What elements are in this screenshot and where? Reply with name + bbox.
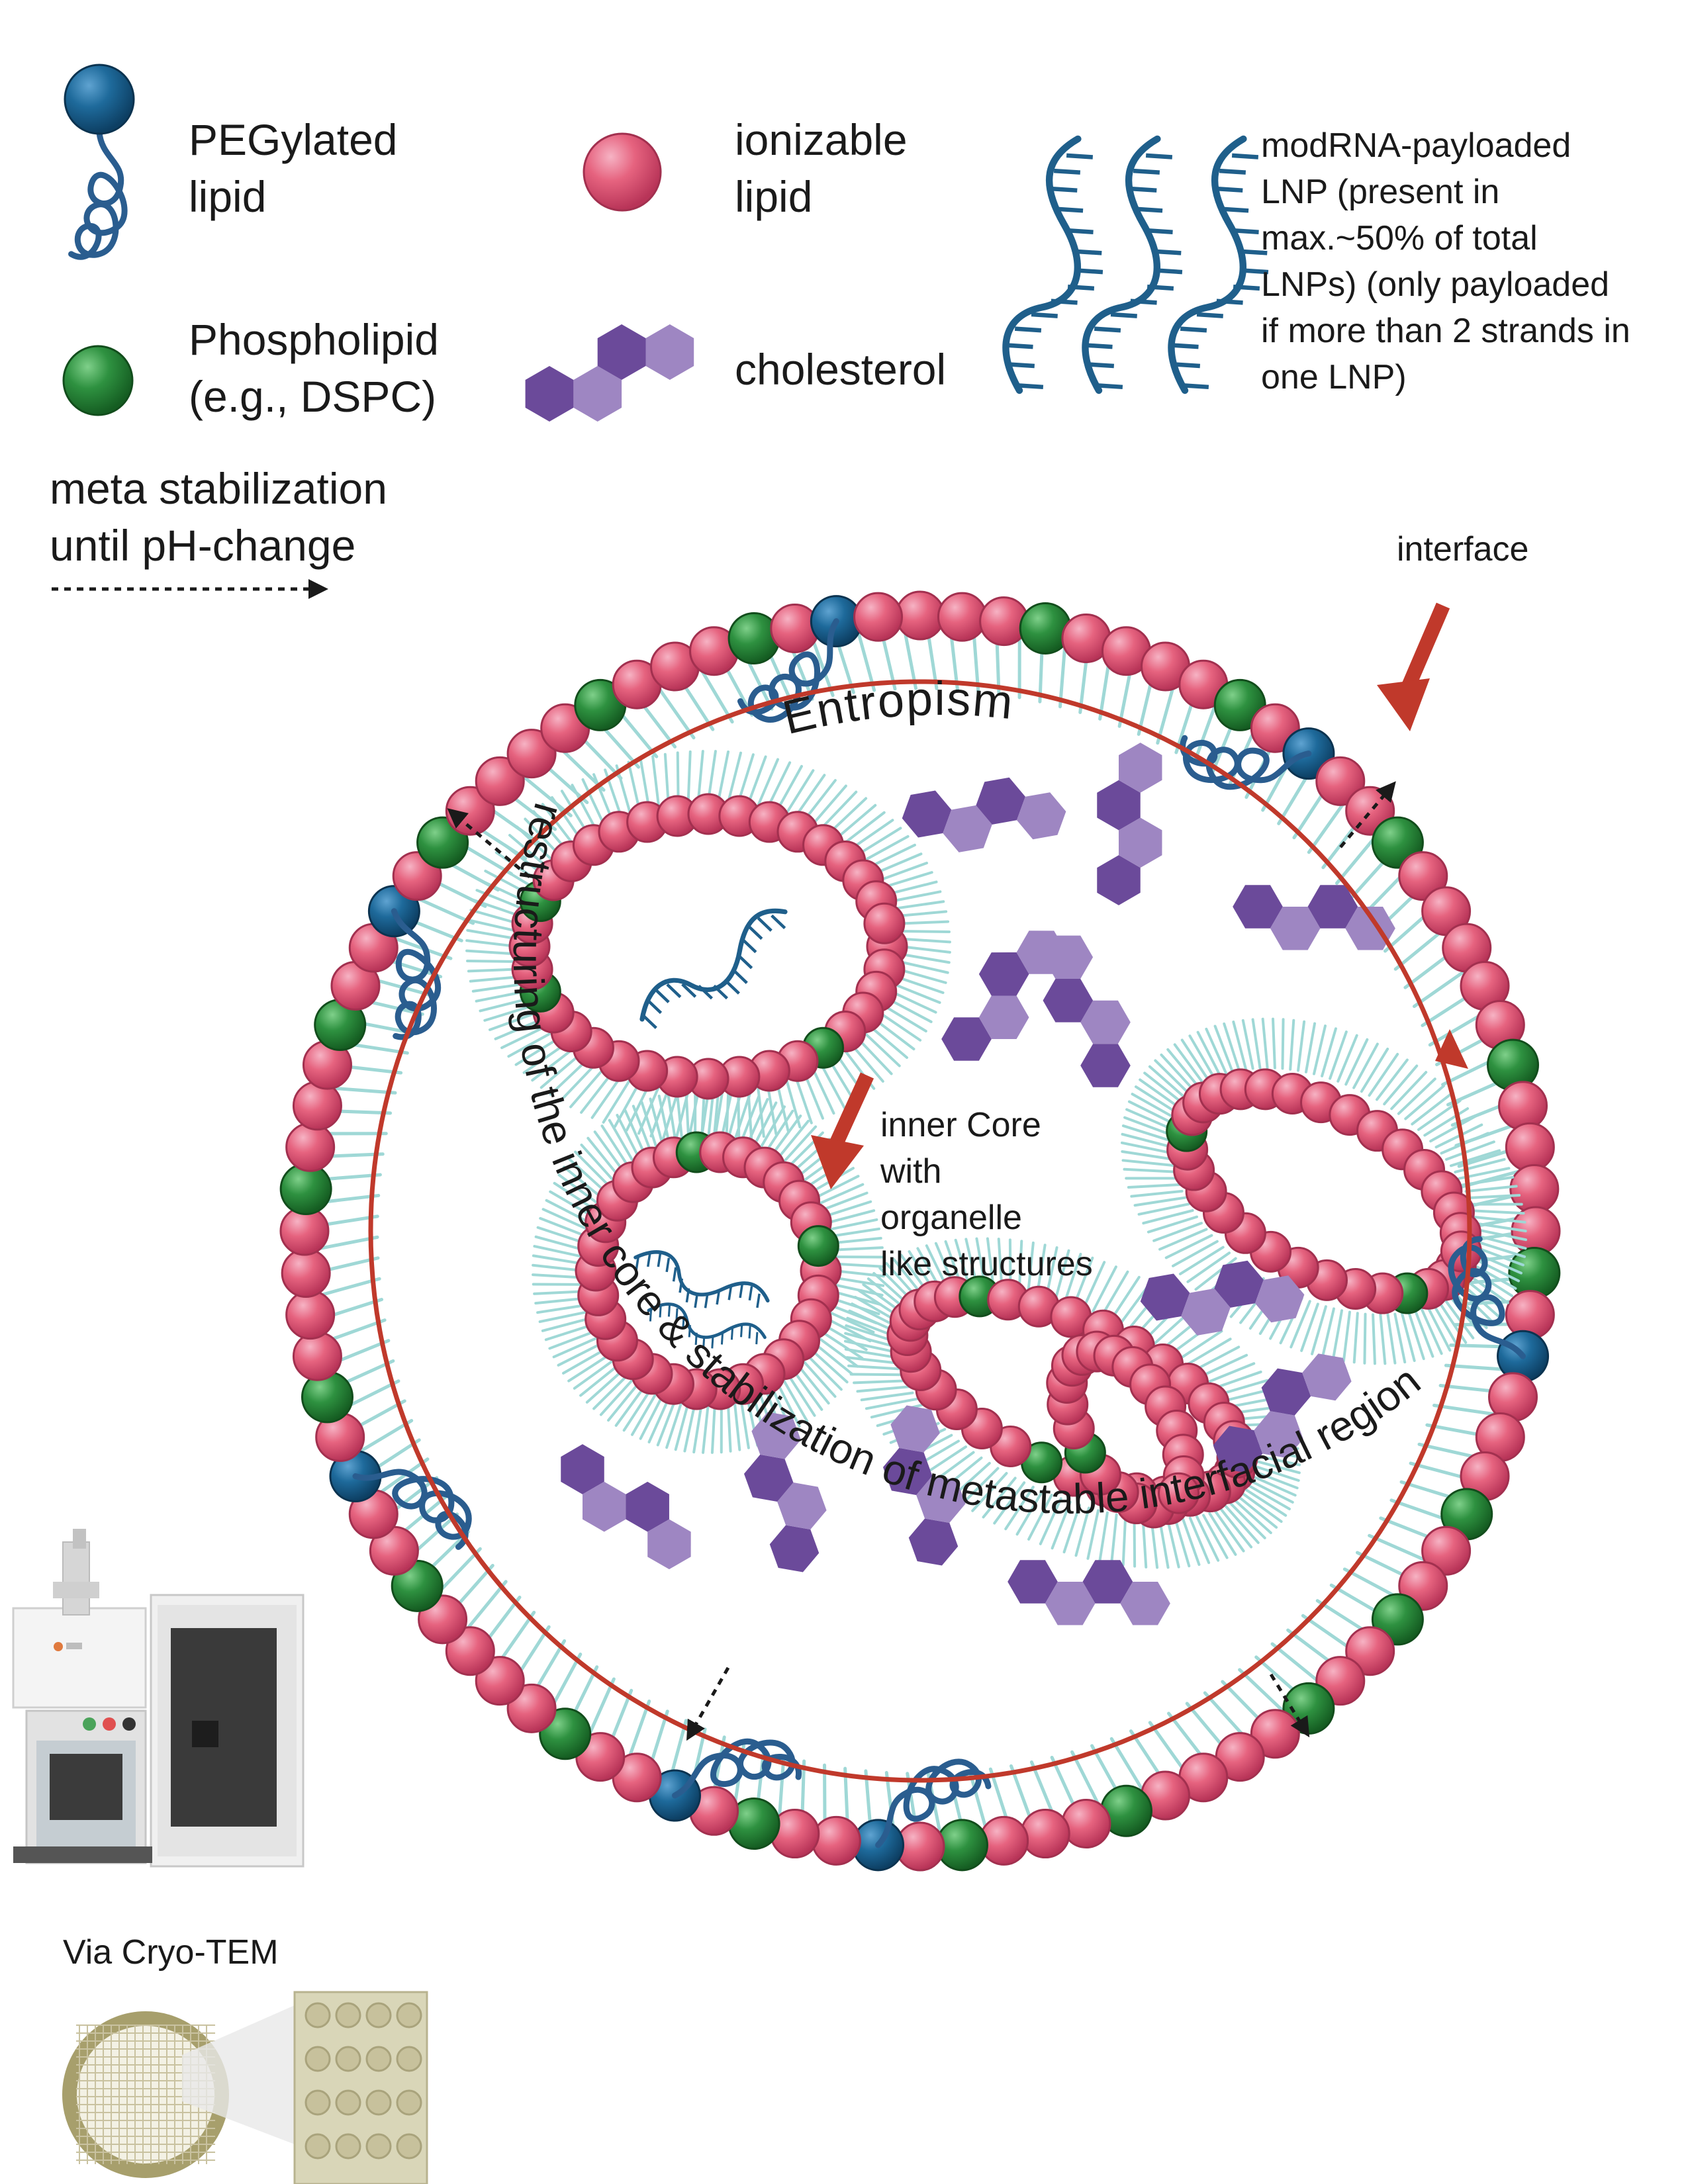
ionizable-lipid-bead [1061,1799,1111,1849]
ionizable-lipid-bead [1398,851,1448,901]
peg-chain-group [352,618,1526,1848]
ionizable-lipid-bead [292,1081,342,1131]
interface-label: interface [1397,530,1529,569]
phospholipid-legend-label: Phospholipid(e.g., DSPC) [189,315,439,421]
ionizable-lipid-bead [281,1248,331,1298]
grid-hole [335,2002,361,2028]
inner-vesicle [1166,1068,1482,1314]
peg-lipid-bead [64,64,135,135]
cholesterol-molecule [1140,1260,1305,1336]
grid-hole [305,2002,331,2028]
cholesterol-molecule [1213,1353,1352,1473]
grid-hole [396,2046,422,2072]
ionizable-lipid-bead [853,592,904,642]
grid-hole [365,2089,392,2116]
peg-chain [875,1758,992,1848]
peg-chain [1180,735,1312,790]
cryo-tem-label: Via Cryo-TEM [63,1933,279,1972]
grid-hole [365,2046,392,2072]
cholesterol-molecule [561,1444,691,1570]
inner-core-arrow [811,1072,874,1189]
tem-grid-icon [62,1991,428,2184]
ionizable-lipid-bead [863,902,906,944]
cholesterol-molecule [1233,885,1395,950]
rna-strand-icon [1082,135,1183,394]
peg-chain [1448,1236,1526,1359]
ionizable-lipid-bead [506,1683,557,1733]
grid-hole [396,2002,422,2028]
cholesterol-molecule [1097,743,1162,905]
dotted-arrows [52,579,1396,1741]
inner-vesicle [508,793,908,1100]
cholesterol-group [561,743,1395,1625]
ionizable-lipid-bead [475,756,525,806]
grid-hole [305,2133,331,2160]
ionizable-lipid-bead [1505,1122,1555,1172]
cholesterol-legend-label: cholesterol [735,345,947,394]
modrna-legend-label: modRNA-payloaded LNP (present in max.~50… [1261,126,1630,396]
peg-chain [352,1469,472,1550]
ionizable-lipid-bead [285,1290,336,1340]
inner-core-label: inner Core with organelle like structure… [880,1106,1093,1283]
phospholipid-bead [62,345,134,416]
grid-hole [335,2133,361,2160]
ionizable-lipid-bead [1509,1164,1560,1214]
cholesterol-molecule [743,1412,827,1572]
cholesterol-molecule [882,1405,966,1566]
ionizable-lipid-bead [811,1815,861,1866]
cholesterol-molecule [1043,935,1131,1087]
inner-vesicle [575,1131,842,1410]
grid-hole [335,2046,361,2072]
peg-chain [68,129,128,260]
ionizable-lipid-bead [1020,1809,1070,1859]
grid-hole [305,2046,331,2072]
grid-hole [305,2089,331,2116]
ionizable-lipid-bead [583,132,662,212]
entropism-circle [368,679,1472,1783]
grid-hole [396,2089,422,2116]
peg-chain [671,1738,802,1799]
cholesterol-molecule [525,324,694,422]
peg-chain [737,618,839,723]
rna-strand-icon [639,908,788,1029]
cholesterol-molecule [1008,1560,1170,1625]
ionizable-lipid-bead [506,729,557,779]
cryo-tem-instrument-icon [12,1529,305,1868]
grid-hole [365,2002,392,2028]
rna-strand-icon [1168,135,1269,394]
phospholipid-bead [391,1559,444,1612]
ionizable-lipid-bead [1158,1472,1200,1514]
rna-strand-icon [647,1302,767,1349]
phospholipid-bead [1213,678,1266,731]
ionizable-lipid-bead [1498,1081,1548,1131]
cholesterol-molecule [902,777,1066,852]
outer-lipid-monolayer [279,590,1561,1872]
ionizable-lipid-bead [895,590,945,641]
ionizable-lipid-bead [292,1331,342,1381]
ionizable-lipid-bead [285,1122,336,1172]
legend-icons [62,64,1269,422]
rna-strand-icon [633,1250,770,1308]
ionizable-lipid-bead [475,1656,525,1706]
rna-strand-icon [1002,135,1103,394]
grid-hole [335,2089,361,2116]
ionizable-lipid-bead [1345,1626,1395,1676]
grid-hole [396,2133,422,2160]
entropism-arrowhead [1435,1029,1468,1069]
peg-chain [391,908,441,1040]
grid-hole [365,2133,392,2160]
ionizable-lipid-bead [445,1626,495,1676]
interface-arrow [1377,602,1450,731]
ionizable-lipid-bead [1421,1525,1472,1576]
ionizable-lipid-bead [937,592,987,642]
inner-vesicle [1046,1330,1205,1529]
ionizable-lipid-bead [1315,756,1366,806]
phospholipid-bead [797,1225,839,1267]
